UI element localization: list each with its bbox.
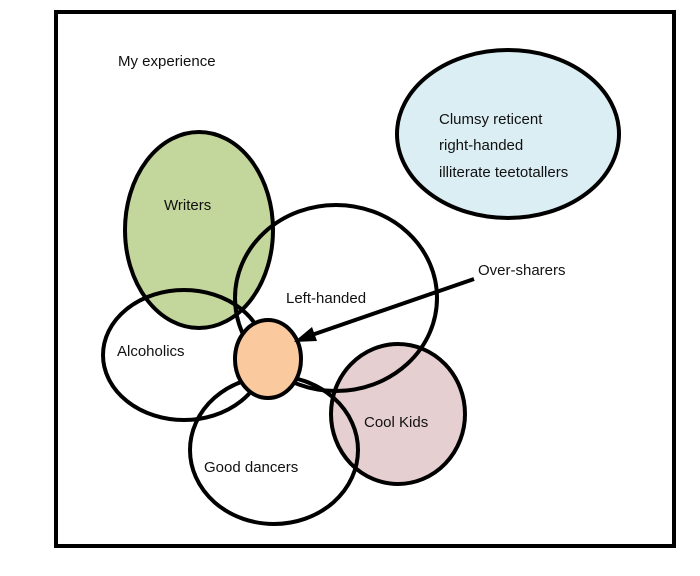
over-sharers-arrowhead (294, 327, 317, 342)
left-handed-circle (233, 203, 439, 393)
diagram-title: My experience (118, 53, 216, 70)
writers-label: Writers (164, 197, 211, 214)
cool-kids-label: Cool Kids (364, 414, 428, 431)
clumsy-label-line-1: Clumsy reticent (439, 111, 543, 128)
clumsy-reticent-circle (395, 48, 621, 220)
over-sharers-arrow-line (305, 277, 475, 339)
alcoholics-label: Alcoholics (117, 343, 185, 360)
cool-kids-circle (329, 342, 467, 486)
left-handed-label: Left-handed (286, 290, 366, 307)
over-sharers-label: Over-sharers (478, 262, 566, 279)
clumsy-label-line-2: right-handed (439, 137, 523, 154)
clumsy-label-line-3: illiterate teetotallers (439, 164, 568, 181)
good-dancers-label: Good dancers (204, 459, 298, 476)
over-sharers-circle (233, 318, 303, 400)
